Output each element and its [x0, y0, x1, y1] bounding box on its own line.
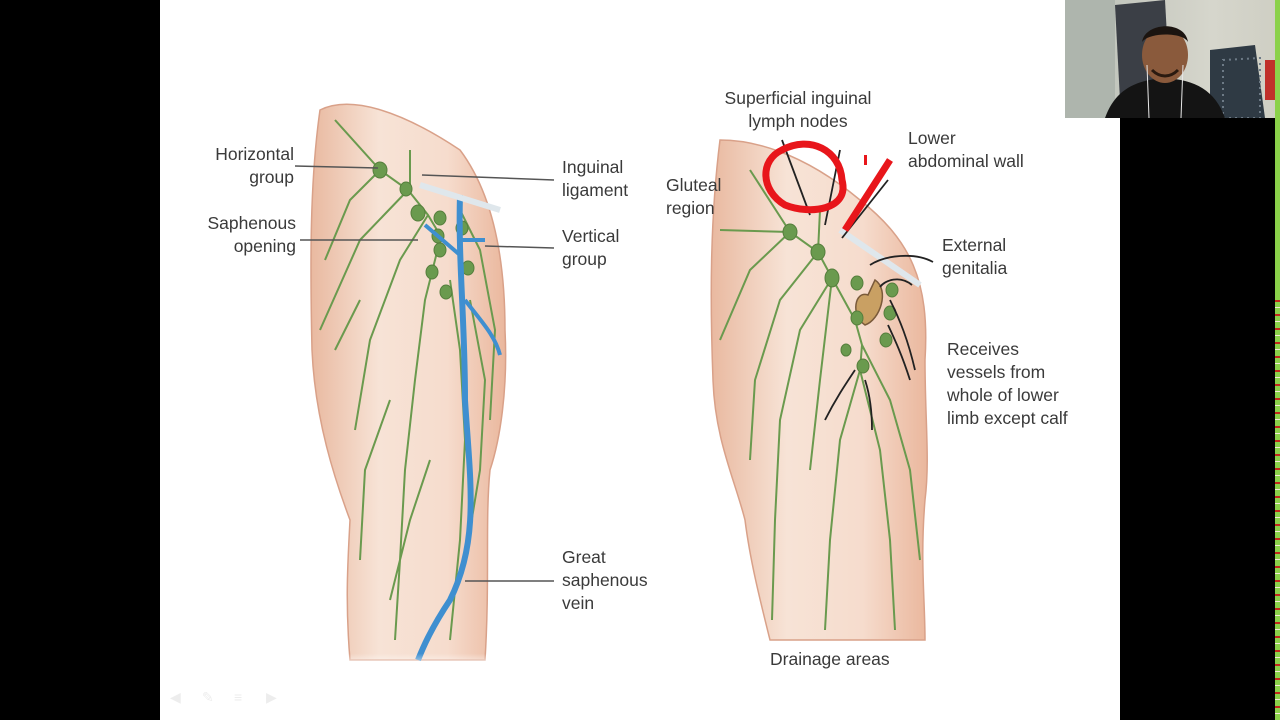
label-horizontal-group: Horizontal group	[180, 143, 294, 189]
label-line: Horizontal	[215, 144, 294, 164]
presenter-webcam-overlay	[1065, 0, 1275, 118]
left-black-margin	[0, 0, 160, 720]
red-line-annotation	[842, 158, 893, 232]
label-gluteal-region: Gluteal region	[666, 174, 721, 220]
lymph-illustration	[160, 103, 1120, 670]
label-inguinal-ligament: Inguinal ligament	[562, 156, 628, 202]
label-line: lymph nodes	[748, 111, 848, 131]
label-great-saphenous-vein: Great saphenous vein	[562, 546, 648, 615]
previous-slide-icon[interactable]: ◀	[170, 689, 181, 705]
label-vertical-group: Vertical group	[562, 225, 619, 271]
label-saphenous-opening: Saphenous opening	[180, 212, 296, 258]
label-superficial-inguinal-nodes: Superficial inguinal lymph nodes	[708, 87, 888, 133]
label-line: Great	[562, 547, 606, 567]
label-line: group	[249, 167, 294, 187]
label-line: whole of lower	[947, 385, 1059, 405]
right-black-margin	[1120, 0, 1275, 720]
label-line: region	[666, 198, 715, 218]
label-line: vein	[562, 593, 595, 613]
label-line: saphenous	[562, 570, 648, 590]
label-line: opening	[233, 236, 296, 256]
pen-icon[interactable]: ✎	[202, 689, 214, 705]
label-line: genitalia	[942, 258, 1008, 278]
presenter-video-frame	[1065, 0, 1275, 118]
red-circle-annotation	[762, 140, 847, 214]
label-line: Superficial inguinal	[724, 88, 872, 108]
right-thigh-figure	[710, 139, 934, 641]
label-line: vessels from	[947, 362, 1046, 382]
next-slide-icon[interactable]: ▶	[266, 689, 277, 705]
label-lower-abdominal-wall: Lower abdominal wall	[908, 127, 1024, 173]
label-line: limb except calf	[947, 408, 1068, 428]
caption-drainage-areas: Drainage areas	[770, 649, 890, 669]
slideshow-nav-controls: ◀ ✎ ≡ ▶	[170, 690, 284, 704]
label-line: abdominal wall	[908, 151, 1024, 171]
label-line: Receives	[947, 339, 1019, 359]
label-line: Vertical	[562, 226, 620, 246]
label-line: Lower	[908, 128, 956, 148]
audio-level-meter	[1275, 0, 1280, 720]
label-line: ligament	[562, 180, 629, 200]
label-line: Gluteal	[666, 175, 722, 195]
label-external-genitalia: External genitalia	[942, 234, 1007, 280]
label-receives-vessels: Receives vessels from whole of lower lim…	[947, 338, 1068, 430]
label-line: External	[942, 235, 1007, 255]
menu-icon[interactable]: ≡	[234, 689, 243, 705]
label-line: Inguinal	[562, 157, 624, 177]
presentation-slide: Horizontal group Saphenous opening Ingui…	[160, 0, 1120, 720]
label-line: Saphenous	[207, 213, 296, 233]
label-line: group	[562, 249, 607, 269]
